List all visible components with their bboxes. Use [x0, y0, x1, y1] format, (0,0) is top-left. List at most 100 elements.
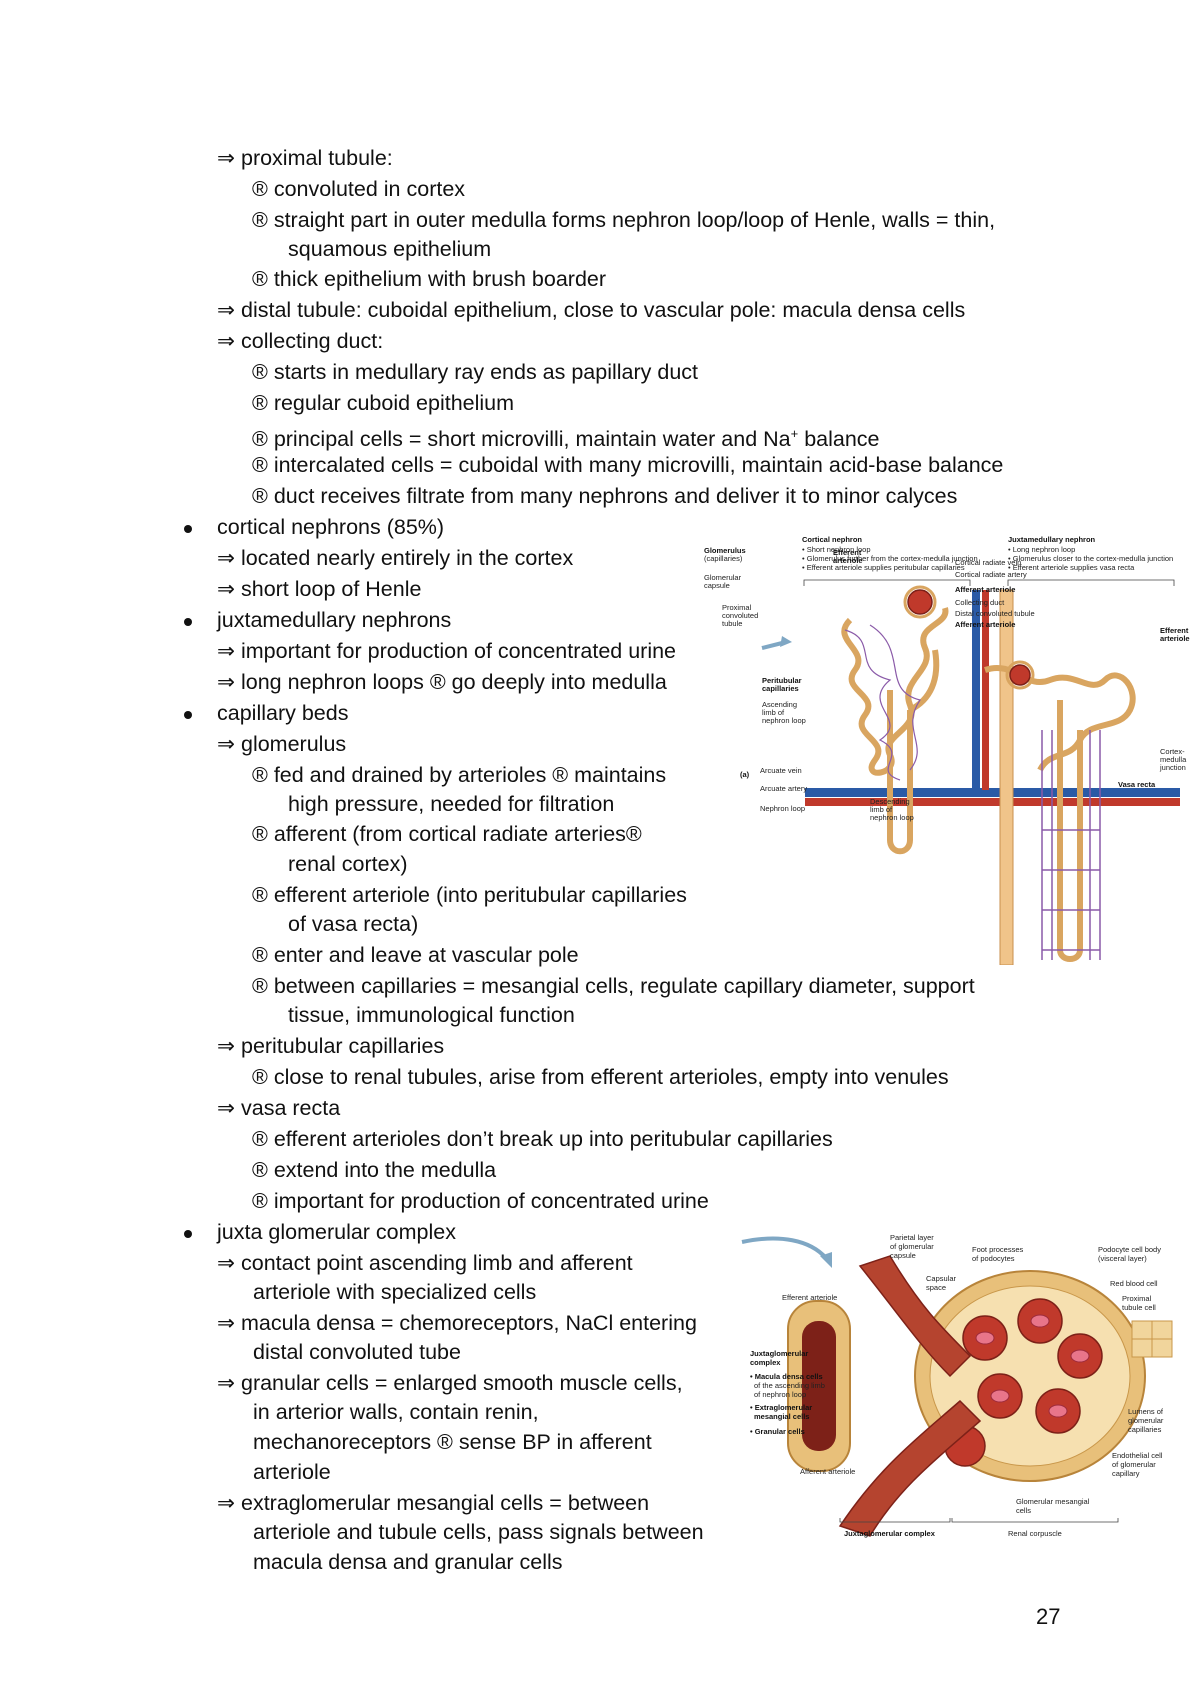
- junction-label: junction: [1159, 763, 1186, 772]
- arcuate-artery: [805, 798, 1180, 806]
- pointer-arrow-head: [780, 636, 792, 647]
- text-line: ⇒ vasa recta: [217, 1096, 341, 1120]
- fig-label: complex: [750, 1358, 781, 1367]
- nephron-loop-label: nephron loop: [762, 716, 806, 725]
- fig-label: Lumens of: [1128, 1407, 1164, 1416]
- fig-label: • Extraglomerular: [750, 1403, 812, 1412]
- text-line: ® extend into the medulla: [252, 1158, 497, 1182]
- collecting-duct-heading: ⇒ collecting duct:: [217, 329, 384, 353]
- bullet: [184, 1230, 192, 1238]
- arcuate-vein-label: Arcuate vein: [760, 766, 802, 775]
- fig-label: of glomerular: [1112, 1460, 1156, 1469]
- nephron-loop2-label: Nephron loop: [760, 804, 805, 813]
- juxtamedullary-nephron-title: Juxtamedullary nephron: [1008, 535, 1096, 544]
- descending-label: Descending: [870, 797, 910, 806]
- glomerular-capsule: [1005, 660, 1035, 690]
- text-line: ⇒ extraglomerular mesangial cells = betw…: [217, 1491, 650, 1515]
- text-line: ⇒ important for production of concentrat…: [217, 639, 677, 663]
- afferent-arteriole2-label: Afferent arteriole: [955, 620, 1015, 629]
- fig-label: • Short nephron loop: [802, 545, 871, 554]
- text-line: ® regular cuboid epithelium: [252, 391, 515, 415]
- cortical-tubule: [841, 607, 949, 855]
- bracket: [803, 579, 971, 586]
- bracket: [1007, 579, 1175, 586]
- fig-label: Proximal: [1122, 1294, 1152, 1303]
- fig-label: of podocytes: [972, 1254, 1015, 1263]
- text-line: ⇒ granular cells = enlarged smooth muscl…: [217, 1371, 683, 1395]
- text-line: arteriole: [253, 1460, 331, 1484]
- text-line: macula densa and granular cells: [253, 1550, 563, 1574]
- text-line: squamous epithelium: [288, 237, 492, 261]
- efferent-label: Efferent: [833, 548, 862, 557]
- text-line: renal cortex): [288, 852, 408, 876]
- fig-label: Juxtaglomerular: [750, 1349, 808, 1358]
- juxtamedullary-nephrons-heading: juxtamedullary nephrons: [217, 608, 452, 632]
- ascending-label: Ascending: [762, 700, 797, 709]
- fig-label: • Efferent arteriole supplies peritubula…: [802, 563, 965, 572]
- fig-label: • Granular cells: [750, 1427, 805, 1436]
- fig-label: of glomerular: [890, 1242, 934, 1251]
- text-line: ® important for production of concentrat…: [252, 1189, 709, 1213]
- efferent-arteriole: [858, 1255, 972, 1378]
- fig-label: Red blood cell: [1110, 1279, 1158, 1288]
- text-line: ® straight part in outer medulla forms n…: [252, 208, 996, 232]
- bracket: [951, 1518, 1119, 1523]
- fig-label: Parietal layer: [890, 1233, 934, 1242]
- nephron-figure-labels: Glomerulus (capillaries) Glomerular caps…: [704, 546, 1190, 822]
- text-line: distal convoluted tube: [253, 1340, 461, 1364]
- bullet: [184, 711, 192, 719]
- fig-label: Juxtaglomerular complex: [844, 1529, 936, 1538]
- glomerular-capsule: [903, 585, 937, 619]
- cortical-glomerulus: [907, 589, 933, 615]
- text-line: arteriole with specialized cells: [253, 1280, 537, 1304]
- cortical-radiate-artery-label: Cortical radiate artery: [955, 570, 1027, 579]
- fig-label: Glomerular mesangial: [1016, 1497, 1090, 1506]
- curved-arrow: [741, 1236, 828, 1260]
- text-line: ® thick epithelium with brush boarder: [252, 267, 607, 291]
- text-line: ® duct receives filtrate from many nephr…: [252, 484, 958, 508]
- text-line: high pressure, needed for filtration: [288, 792, 615, 816]
- capillary-beds-heading: capillary beds: [217, 701, 349, 725]
- fig-label: Renal corpuscle: [1008, 1529, 1062, 1538]
- limb-of2-label: limb of: [870, 805, 893, 814]
- fig-label: of the ascending limb: [754, 1381, 825, 1390]
- text-line: ⇒ peritubular capillaries: [217, 1034, 445, 1058]
- fig-label: Endothelial cell: [1112, 1451, 1163, 1460]
- glomerular-capsule-label: Glomerular: [704, 573, 742, 582]
- limb-of-label: limb of: [762, 708, 785, 717]
- capillaries-label: (capillaries): [704, 554, 743, 563]
- fig-label: cells: [1016, 1506, 1031, 1515]
- bullet: [184, 618, 192, 626]
- vasa-recta: [1041, 730, 1101, 960]
- fig-label: capillary: [1112, 1469, 1140, 1478]
- fig-label: glomerular: [1128, 1416, 1164, 1425]
- text-line: ⇒ glomerulus: [217, 732, 347, 756]
- fig-label: Podocyte cell body: [1098, 1245, 1161, 1254]
- text-line: ® enter and leave at vascular pole: [252, 943, 579, 967]
- fig-label: capillaries: [1128, 1425, 1162, 1434]
- tubule-lumen: [802, 1321, 836, 1451]
- proximal-tubule-heading: ⇒ proximal tubule:: [217, 146, 393, 170]
- text-line: arteriole and tubule cells, pass signals…: [253, 1520, 704, 1544]
- fig-label: capsule: [890, 1251, 916, 1260]
- convoluted-label: convoluted: [722, 611, 758, 620]
- capillaries2-label: capillaries: [762, 684, 799, 693]
- peritubular-capillaries: [844, 624, 921, 781]
- cortex-label: Cortex-: [1160, 747, 1185, 756]
- vasa-recta-label: Vasa recta: [1118, 780, 1156, 789]
- medulla-label: medulla: [1160, 755, 1187, 764]
- arcuate-vein: [805, 788, 1180, 797]
- fig-label: • Glomerulus further from the cortex-med…: [802, 554, 978, 563]
- arteriole2-label: arteriole: [1160, 634, 1190, 643]
- text-line: tissue, immunological function: [288, 1003, 575, 1027]
- fig-label: • Glomerulus closer to the cortex-medull…: [1008, 554, 1173, 563]
- fig-label: Foot processes: [972, 1245, 1024, 1254]
- text-line: ® between capillaries = mesangial cells,…: [252, 974, 975, 998]
- cortical-nephron-title: Cortical nephron: [802, 535, 862, 544]
- text-line: ® fed and drained by arterioles ® mainta…: [252, 763, 667, 787]
- juxtamedullary-glomerulus: [1009, 664, 1031, 686]
- text-line: ® efferent arteriole (into peritubular c…: [252, 883, 687, 907]
- text-line: ⇒ short loop of Henle: [217, 577, 422, 601]
- fig-label: (visceral layer): [1098, 1254, 1147, 1263]
- fig-label: Afferent arteriole: [800, 1467, 855, 1476]
